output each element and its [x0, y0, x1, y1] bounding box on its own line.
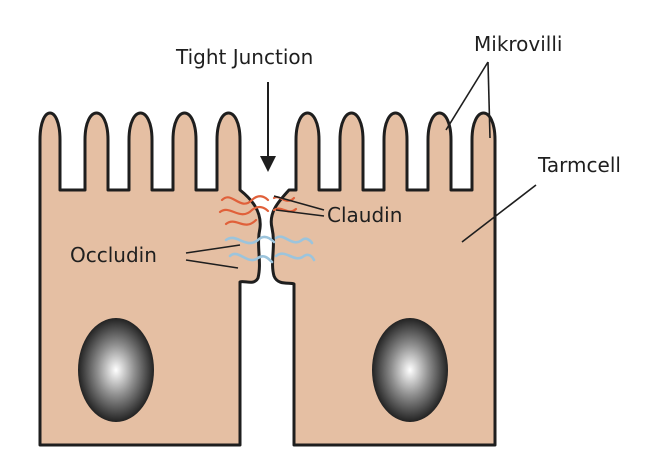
tight-junction-label: Tight Junction: [175, 45, 313, 69]
left-intestinal-cell: [40, 113, 260, 445]
tight-junction-arrow: [260, 82, 276, 172]
microvilli-label: Mikrovilli: [474, 32, 562, 56]
claudin-label: Claudin: [327, 203, 402, 227]
cell-label: Tarmcell: [537, 153, 621, 177]
occludin-label: Occludin: [70, 243, 157, 267]
right-nucleus: [372, 318, 448, 422]
left-nucleus: [78, 318, 154, 422]
